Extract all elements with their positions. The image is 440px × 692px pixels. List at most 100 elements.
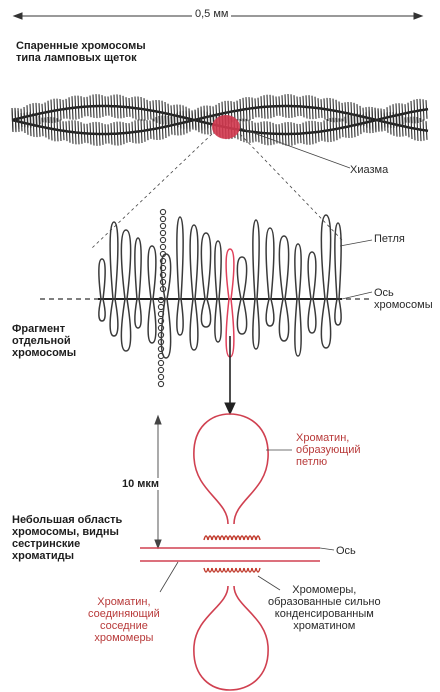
chromomere-coil [203,535,209,541]
bristle [272,122,275,145]
bristle [335,117,338,141]
bristle [203,110,206,135]
bristle [62,99,65,119]
chromomere-coil [239,535,245,541]
bristle [293,95,296,118]
bristle [299,96,302,117]
chromomere-coil [219,535,225,541]
bristle [368,110,371,134]
bristle [65,121,68,142]
bristle [425,100,428,119]
bristle [404,104,407,123]
bristle [350,113,353,138]
bristle [281,95,284,117]
bristle [359,113,362,135]
bristle [296,123,299,144]
bristle [89,95,92,118]
bristle [50,116,53,141]
bristle [341,118,344,138]
bristle [14,107,17,131]
bristle [17,108,20,130]
bristle [251,97,254,120]
chromomere-coil [251,535,257,541]
bristle [41,103,44,123]
loop-upper [109,221,119,300]
loop-upper [98,258,106,300]
bristle [236,100,239,121]
chromomere-coil [247,535,253,541]
bristle [419,98,422,123]
bristle [407,102,410,123]
bristle [59,119,62,142]
bristle [290,94,293,118]
bristle [386,107,389,128]
bristle [254,122,257,142]
bristle [380,108,383,130]
loop-leader [339,239,373,247]
bristle [290,122,293,146]
loop-upper [200,232,212,300]
bristle [248,97,251,121]
bristle [47,100,50,124]
bristle [71,96,74,120]
bristle [98,94,101,118]
bristle [308,120,311,145]
bristle [179,104,182,129]
bristle [164,115,167,139]
bristle [404,117,407,136]
bristle [281,123,284,145]
bristle [38,115,41,137]
bristle [77,95,80,119]
bristle [284,94,287,118]
loop-upper [176,216,184,300]
chromatin-bead [159,264,167,272]
bristle [347,115,350,139]
bristle [305,121,308,145]
loop-upper [320,214,332,300]
bristle [275,96,278,116]
bristle [389,105,392,129]
bristle [26,105,29,128]
chromatin-bead [159,243,167,251]
bristle [260,121,263,144]
loop-upper [225,248,235,300]
bristle [299,123,302,144]
loop-lower [120,298,132,352]
bristle [101,95,104,117]
bristle [125,122,128,143]
bristle [206,111,209,135]
bristle [113,122,116,146]
bristle [239,118,242,142]
chromatin-bead [159,208,167,216]
bristle [407,117,410,138]
chromomere-coil [243,567,249,573]
bristle [302,122,305,145]
chiasma-leader [239,127,351,169]
bristle [128,123,131,143]
chromomere-coil [207,567,213,573]
bristle [92,94,95,118]
chromatin-bead [157,352,165,360]
chromatin-bead [159,236,167,244]
loop-upper [214,240,222,300]
chromatin-bead [157,338,165,346]
chromatin-bead [157,373,165,381]
bristle [83,97,86,117]
chromomere-coil [203,567,209,573]
chromomere-coil [223,567,229,573]
bristle [395,103,398,128]
bristle [44,117,47,138]
chromomere-coil [211,567,217,573]
bristle [89,122,92,145]
bristle [266,121,269,146]
bristle [161,100,164,125]
bristle [59,98,62,121]
bristle [122,95,125,118]
bristle [263,95,266,119]
bristle [191,110,194,129]
bristle [161,115,164,140]
loop-upper [147,245,157,300]
chromomere-coil [219,567,225,573]
bristle [326,97,329,122]
chromatin-bead [157,324,165,332]
